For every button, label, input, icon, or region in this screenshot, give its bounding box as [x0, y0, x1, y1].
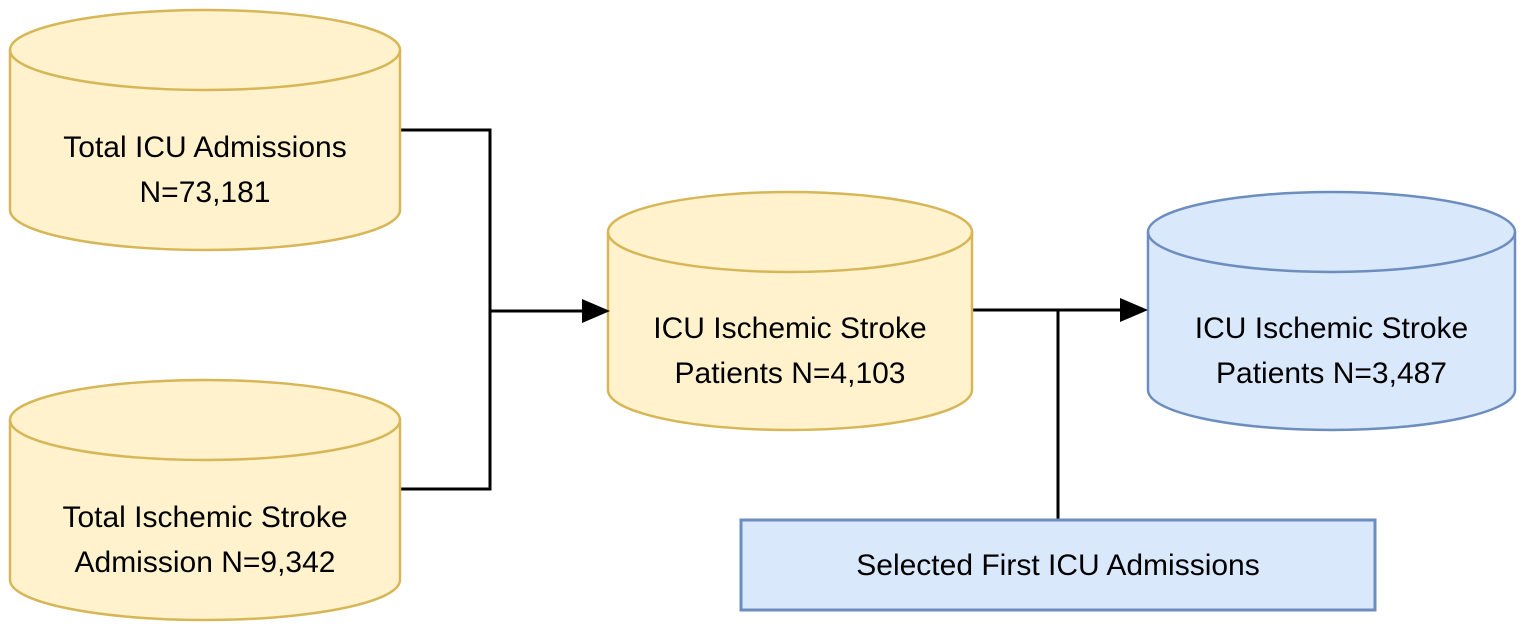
cylinder-icu-ischemic-stroke-first-admissions — [1146, 190, 1517, 432]
cylinder-body — [606, 190, 974, 432]
cylinder-total-ischemic-stroke-admissions — [8, 378, 402, 622]
arrowhead-to-first-admissions — [1120, 298, 1148, 322]
cylinder-body — [8, 8, 402, 252]
merge-connector-line — [400, 128, 492, 491]
cylinder-body — [8, 378, 402, 622]
cylinder-top-rim — [8, 49, 402, 92]
cylinder-top-rim — [8, 419, 402, 462]
cylinder-top-rim — [1146, 231, 1517, 274]
cylinder-total-icu-admissions — [8, 8, 402, 252]
cylinder-top-rim — [606, 231, 974, 274]
selected-first-icu-admissions-box — [739, 518, 1377, 612]
arrowhead-to-icu-stroke-patients — [582, 299, 610, 323]
cylinder-body — [1146, 190, 1517, 432]
cylinder-icu-ischemic-stroke-patients — [606, 190, 974, 432]
